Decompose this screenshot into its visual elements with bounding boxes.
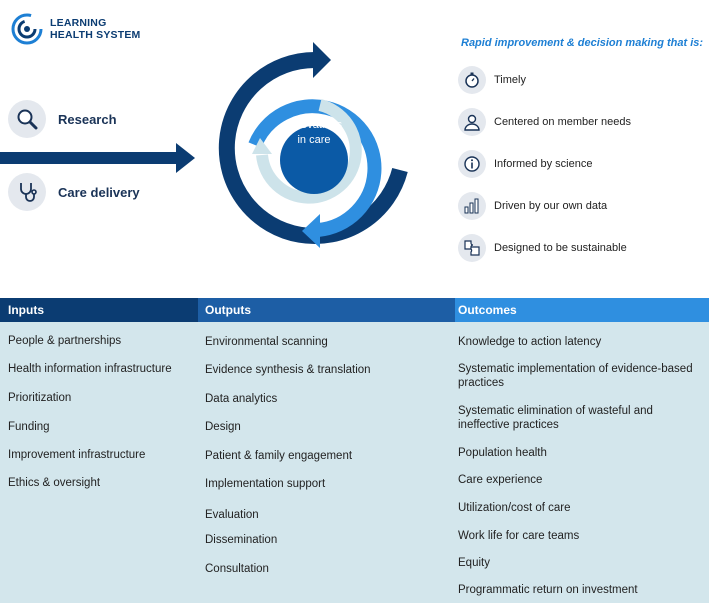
- right-item-sustainable: Designed to be sustainable: [458, 234, 627, 262]
- right-item-data: Driven by our own data: [458, 192, 607, 220]
- input-item: Prioritization: [8, 392, 72, 404]
- magnifier-icon: [8, 100, 46, 138]
- center-line2: in care: [297, 134, 331, 146]
- right-label: Driven by our own data: [494, 200, 608, 212]
- right-heading: Rapid improvement & decision making that…: [461, 37, 704, 49]
- output-item: Consultation: [205, 563, 269, 575]
- stopwatch-icon: [458, 66, 486, 94]
- output-item: Evaluation: [205, 509, 259, 521]
- input-arrow: [0, 143, 195, 173]
- care-delivery-label: Care delivery: [58, 184, 140, 200]
- output-item: Evidence synthesis & translation: [205, 364, 371, 376]
- inner-ring-arrow: [256, 99, 362, 204]
- outcome-item: Knowledge to action latency: [458, 336, 602, 348]
- outcome-item: Care experience: [458, 474, 543, 486]
- right-label: Centered on member needs: [494, 116, 631, 128]
- outer-ring-arrow: [218, 51, 408, 244]
- right-label: Designed to be sustainable: [494, 242, 627, 254]
- person-icon: [458, 108, 486, 136]
- bar-chart-icon: [458, 192, 486, 220]
- research-item: Research: [8, 100, 117, 138]
- output-item: Environmental scanning: [205, 336, 328, 348]
- inner-ring-arrowhead: [252, 138, 272, 154]
- logo-line1: LEARNING: [50, 17, 107, 29]
- outputs-header: Outputs: [198, 298, 455, 322]
- outcome-item: Programmatic return on investment: [458, 584, 638, 596]
- center-circle: [280, 126, 348, 194]
- output-item: Design: [205, 421, 241, 433]
- logo: LEARNING HEALTH SYSTEM: [10, 12, 141, 46]
- output-item: Patient & family engagement: [205, 450, 353, 462]
- right-label: Timely: [494, 74, 526, 86]
- right-label: Informed by science: [494, 158, 593, 170]
- outcome-item: Systematic elimination of wasteful and i…: [458, 405, 653, 431]
- output-item: Implementation support: [205, 478, 326, 490]
- outcome-item: Population health: [458, 447, 547, 459]
- logo-mark-icon: [11, 13, 43, 45]
- right-item-member: Centered on member needs: [458, 108, 631, 136]
- outcome-item: Utilization/cost of care: [458, 502, 571, 514]
- input-item: People & partnerships: [8, 335, 122, 347]
- middle-ring-arrowhead: [302, 214, 320, 248]
- right-item-timely: Timely: [458, 66, 526, 94]
- research-label: Research: [58, 111, 117, 127]
- output-item: Data analytics: [205, 393, 278, 405]
- outcomes-header: Outcomes: [455, 298, 709, 322]
- outcome-item: Work life for care teams: [458, 530, 580, 542]
- info-icon: [458, 150, 486, 178]
- io-table: Inputs Outputs Outcomes People & partner…: [0, 298, 709, 603]
- outcome-item: Systematic implementation of evidence-ba…: [458, 363, 693, 389]
- input-item: Funding: [8, 421, 50, 433]
- right-item-science: Informed by science: [458, 150, 592, 178]
- input-item: Improvement infrastructure: [8, 449, 146, 461]
- outcome-item: Equity: [458, 557, 490, 569]
- outer-ring-arrowhead: [313, 42, 331, 78]
- care-delivery-item: Care delivery: [8, 173, 140, 211]
- center-label: Innovations in care: [273, 118, 355, 148]
- input-item: Ethics & oversight: [8, 477, 101, 489]
- center-line1: Innovations: [285, 119, 343, 131]
- puzzle-icon: [458, 234, 486, 262]
- middle-ring-arrow: [248, 99, 382, 237]
- cycle-diagram: [218, 42, 408, 248]
- logo-line2: HEALTH SYSTEM: [50, 29, 141, 41]
- logo-text: LEARNING HEALTH SYSTEM: [50, 17, 141, 41]
- input-item: Health information infrastructure: [8, 363, 172, 375]
- stethoscope-icon: [8, 173, 46, 211]
- output-item: Dissemination: [205, 534, 278, 546]
- inputs-header: Inputs: [0, 298, 198, 322]
